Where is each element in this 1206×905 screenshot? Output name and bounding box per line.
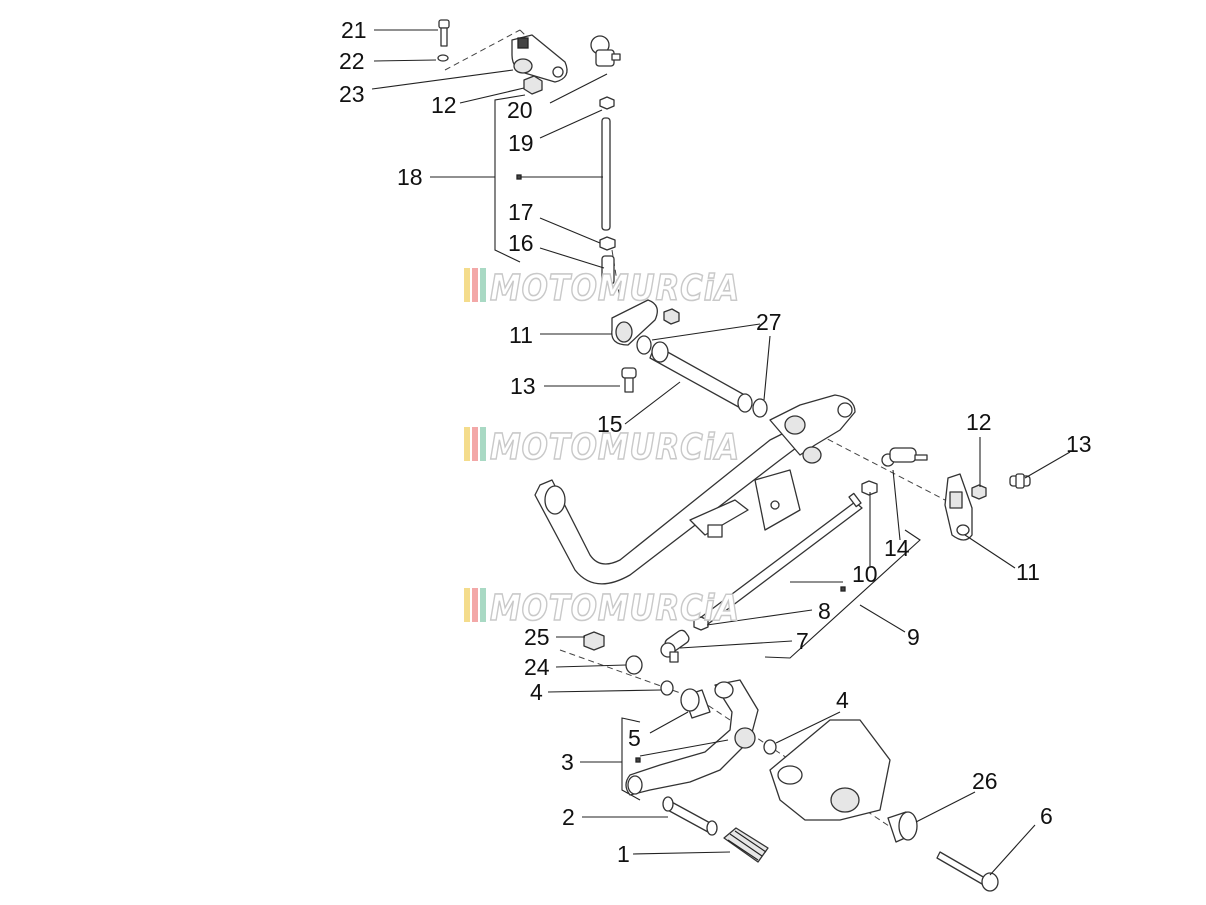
callout-13-right: 13 [1066, 431, 1092, 457]
part-27-washer-b [752, 398, 768, 418]
watermark-stripe [480, 268, 486, 302]
callout-11: 11 [509, 322, 533, 348]
main-frame [534, 394, 856, 585]
watermark-stripe [472, 427, 478, 461]
callout-16: 16 [508, 230, 534, 256]
callout-12-right: 12 [966, 409, 992, 435]
watermark-text: MOTOMURCiA [490, 427, 740, 468]
callout-4: 4 [530, 679, 543, 705]
leader-lines [371, 29, 1071, 876]
part-12-nut-b [663, 308, 680, 325]
part-23-upper-lever [511, 34, 568, 83]
callout-18: 18 [397, 164, 423, 190]
part-12-nut [523, 75, 543, 95]
callout-19: 19 [508, 130, 534, 156]
part-26-bushing [887, 811, 918, 843]
part-22-washer [437, 54, 449, 62]
part-2-pin [662, 796, 718, 836]
callout-17: 17 [508, 199, 534, 225]
part-1-pedal-rubber [723, 827, 769, 863]
callout-3: 3 [561, 749, 574, 775]
callout-21: 21 [341, 17, 367, 43]
part-3-gear-pedal [625, 679, 759, 796]
part-6-bolt [936, 851, 999, 892]
part-4-circlip-b [763, 739, 777, 755]
callout-10: 10 [852, 561, 878, 587]
callout-7: 7 [796, 628, 809, 654]
watermark-stripe [464, 268, 470, 302]
watermark-stripe [472, 588, 478, 622]
callout-12: 12 [431, 92, 457, 118]
part-25-nut [583, 631, 605, 651]
part-16-joint [601, 255, 615, 285]
part-20-ball-joint [590, 35, 621, 67]
part-7-ball-joint [660, 629, 690, 663]
callout-6: 6 [1040, 803, 1053, 829]
callout-15: 15 [597, 411, 623, 437]
part-14-ball-joint [881, 447, 928, 467]
callout-22: 22 [339, 48, 365, 74]
callout-11-right: 11 [1016, 559, 1040, 585]
part-8-nut [693, 616, 709, 631]
callout-2: 2 [562, 804, 575, 830]
watermark-stripe [472, 268, 478, 302]
watermark-bottom: MOTOMURCiA [464, 587, 740, 630]
callout-27: 27 [756, 309, 782, 335]
part-11-lever [611, 299, 658, 346]
callout-4-right: 4 [836, 687, 849, 713]
part-13-bolt-right [1009, 473, 1031, 489]
part-21-screw [438, 19, 450, 47]
callout-20: 20 [507, 97, 533, 123]
callout-5: 5 [628, 725, 641, 751]
callout-25: 25 [524, 624, 550, 650]
part-27-washer [636, 335, 652, 355]
part-18-rod [601, 117, 611, 231]
watermark-stripe [480, 427, 486, 461]
part-24-washer [625, 655, 643, 675]
watermark-text: MOTOMURCiA [490, 588, 740, 629]
watermark-stripe [480, 588, 486, 622]
callout-1: 1 [617, 841, 630, 867]
part-5-bushing [680, 688, 711, 719]
part-13-bolt [621, 367, 637, 393]
callout-24: 24 [524, 654, 550, 680]
callout-13: 13 [510, 373, 536, 399]
callout-labels: 21 22 23 12 20 19 18 17 16 11 27 13 15 1… [339, 17, 1092, 867]
part-15-shaft [649, 341, 753, 413]
callout-14: 14 [884, 535, 910, 561]
watermark-stripe [464, 427, 470, 461]
callout-26: 26 [972, 768, 998, 794]
part-17-nut [599, 236, 616, 251]
watermark-stripe [464, 588, 470, 622]
part-19-nut [599, 96, 615, 110]
watermark-middle: MOTOMURCiA [464, 426, 740, 469]
part-11-lever-right [944, 473, 973, 541]
watermark-text: MOTOMURCiA [490, 268, 740, 309]
callout-9: 9 [907, 624, 920, 650]
watermark-top: MOTOMURCiA [464, 267, 740, 310]
callout-8: 8 [818, 598, 831, 624]
part-10-nut [861, 480, 878, 496]
part-12-nut-right [971, 484, 987, 500]
callout-23: 23 [339, 81, 365, 107]
pedal-bracket [769, 719, 891, 821]
part-4-circlip [660, 680, 674, 696]
